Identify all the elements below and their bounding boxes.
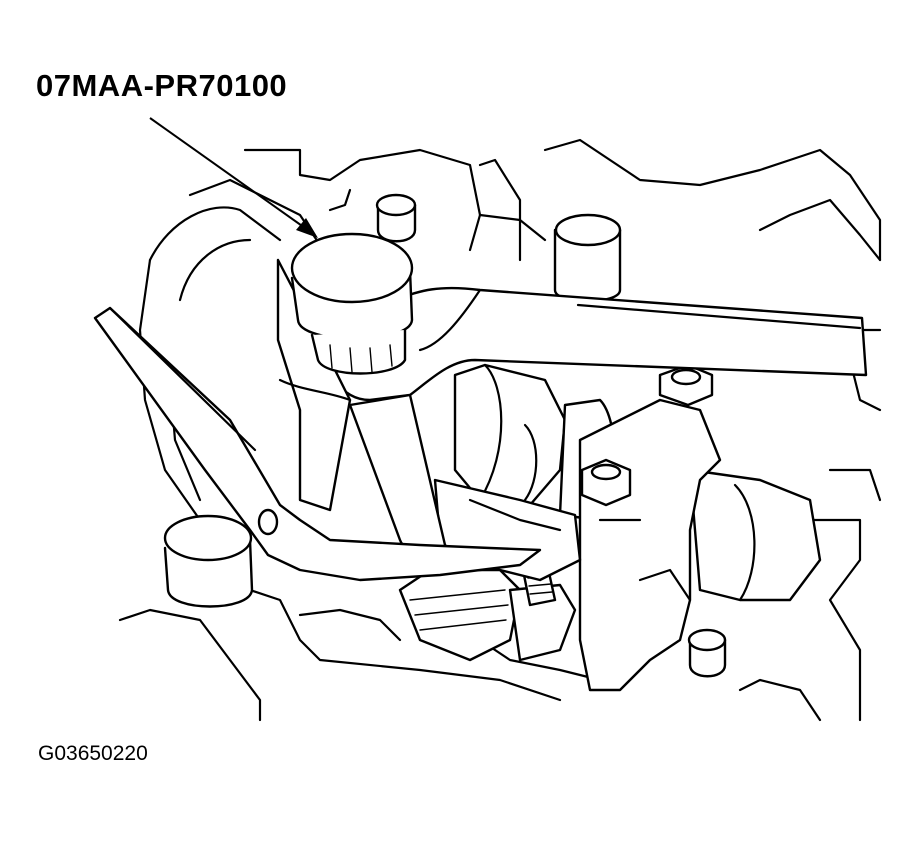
valve-spring-area — [398, 566, 577, 662]
special-tool-knob — [290, 232, 414, 375]
tool-holder-bar — [93, 306, 542, 582]
bolt-boss-lower-left — [163, 514, 254, 608]
figure-id-label: G03650220 — [38, 742, 148, 765]
cylinder-head-casting — [118, 138, 882, 722]
cam-holder-post — [553, 213, 622, 303]
tool-part-number-label: 07MAA-PR70100 — [36, 68, 288, 103]
rocker-shaft-holder — [578, 363, 722, 692]
bolt-boss-upper — [375, 193, 417, 243]
callout-leader-arrow — [149, 117, 318, 238]
bolt-boss-lower-right — [687, 628, 727, 678]
